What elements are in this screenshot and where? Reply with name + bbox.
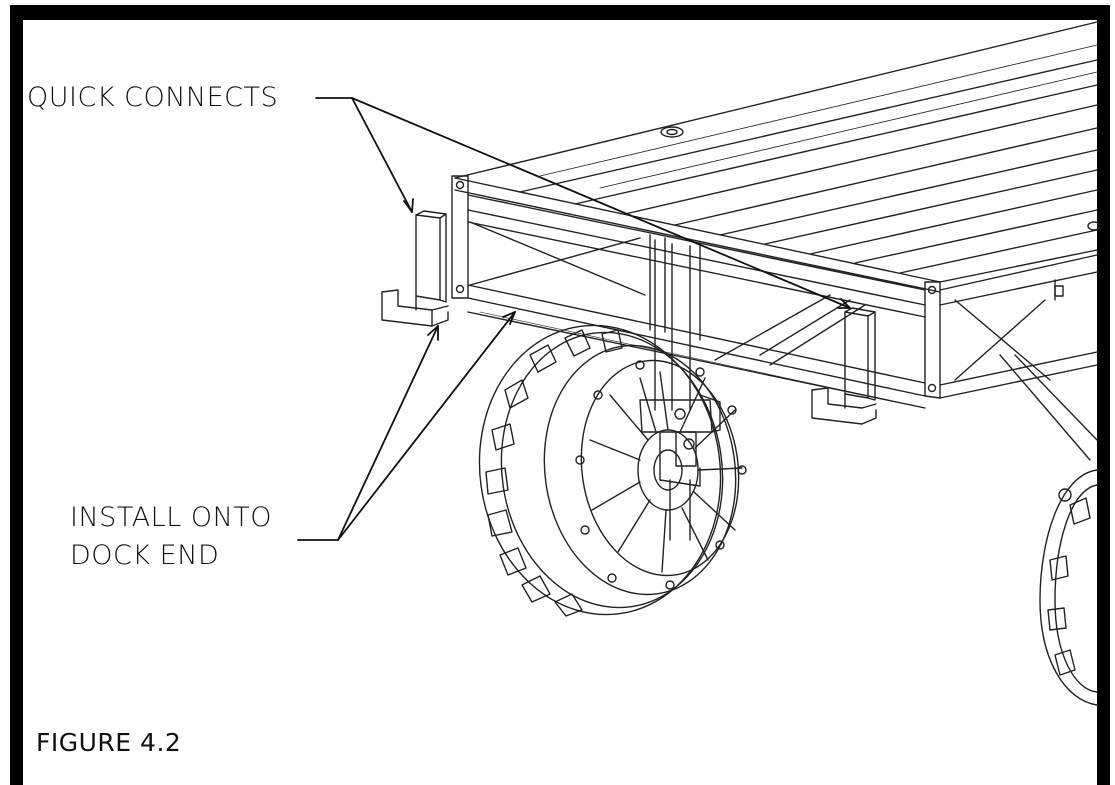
wheel-front: [478, 324, 747, 617]
wheel-rear: [1039, 469, 1098, 706]
figure-caption: FIGURE 4.2: [36, 728, 182, 757]
leader-lines: [297, 97, 851, 541]
arrowhead-quick-right: [837, 298, 851, 309]
quick-connect-right: [811, 307, 877, 425]
dock-deck: [454, 21, 1101, 293]
arrowhead-install-right: [502, 311, 516, 325]
quick-connect-left: [381, 210, 449, 327]
frame-left-border: [10, 5, 23, 785]
frame-top-border: [10, 5, 1105, 20]
arrowhead-install-left: [427, 325, 439, 341]
arrowhead-quick-left: [403, 198, 414, 213]
callout-quick-connects: QUICK CONNECTS: [27, 82, 279, 113]
dock-frame: [451, 175, 1098, 461]
callout-install-line1: INSTALL ONTO: [70, 502, 273, 533]
frame-right-border: [1097, 5, 1110, 785]
callout-install-line2: DOCK END: [70, 540, 220, 571]
